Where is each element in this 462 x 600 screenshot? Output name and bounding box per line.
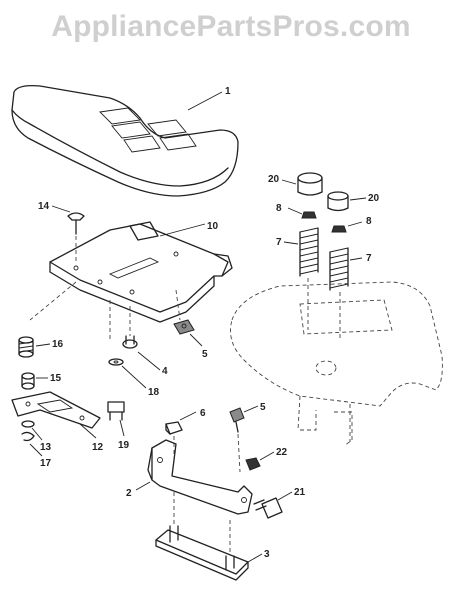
base-plate-3: 3 [155,492,270,581]
callout-4: 4 [162,366,168,377]
callout-8-right: 8 [366,216,372,227]
callout-21: 21 [294,487,306,498]
nut-8-right: 8 [331,216,372,233]
bumper-20-right: 20 [327,191,380,212]
spring-7-left: 7 [276,227,319,277]
bolt-14: 14 [38,201,85,262]
nut-6: 6 [165,408,206,435]
callout-3: 3 [264,549,270,560]
spring-7-right: 7 [329,247,372,291]
watermark: AppliancePartsPros.com [51,10,411,43]
clip-17: 17 [21,431,52,469]
seat-pan: 10 [49,221,233,323]
bolt-4: 4 [122,335,168,377]
callout-6: 6 [200,408,206,419]
callout-5-upper: 5 [202,349,208,360]
callout-22: 22 [276,447,288,458]
callout-17: 17 [40,458,52,469]
callout-8-left: 8 [276,203,282,214]
callout-14: 14 [38,201,50,212]
callout-16: 16 [52,339,64,350]
seat: 1 [11,84,239,197]
bushing-15: 15 [21,372,62,390]
bumper-20-left: 20 [268,172,323,196]
washer-18: 18 [108,358,160,398]
bolt-21: 21 [253,487,306,519]
nut-22: 22 [245,447,288,471]
fender-outline [230,281,443,447]
spring-16: 16 [18,336,64,358]
bracket-12: 12 [11,391,104,453]
knob-5-upper: 5 [173,319,208,360]
callout-7-left: 7 [276,237,282,248]
callout-5-lower: 5 [260,402,266,413]
callout-19: 19 [118,440,130,451]
callout-10: 10 [207,221,219,232]
callout-18: 18 [148,387,160,398]
callout-12: 12 [92,442,104,453]
nut-8-left: 8 [276,203,317,219]
mounting-bracket-2: 2 [126,439,253,515]
spacer-19: 19 [107,401,130,451]
callout-1: 1 [225,86,231,97]
washer-13: 13 [21,420,52,453]
callout-20-right: 20 [368,193,380,204]
callout-2: 2 [126,488,132,499]
knob-5-lower: 5 [229,402,266,433]
callout-7-right: 7 [366,253,372,264]
callout-15: 15 [50,373,62,384]
callout-20-left: 20 [268,174,280,185]
callout-13: 13 [40,442,52,453]
